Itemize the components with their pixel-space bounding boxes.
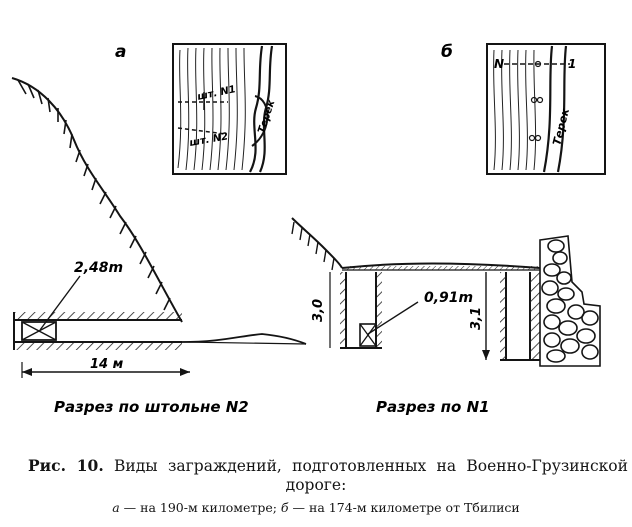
caption-fig-number: Рис. 10. xyxy=(28,456,104,475)
caption-sub-legend: а — на 190-м километре; б — на 174-м кил… xyxy=(0,500,632,515)
section-a-charge-dim: 2,48m xyxy=(74,260,123,276)
section-b-profile xyxy=(291,217,541,361)
section-b-left-depth: 3,0 xyxy=(311,299,326,322)
section-b-charge-dim: 0,91m xyxy=(424,290,473,306)
caption-sub-b-letter: б xyxy=(280,500,289,515)
section-a-title: Разрез по штольне N2 xyxy=(54,398,249,416)
inset-map-b xyxy=(486,43,606,175)
section-b-title: Разрез по N1 xyxy=(376,398,490,416)
section-b-right-depth: 3,1 xyxy=(469,307,484,330)
caption-line-1: Рис. 10. Виды заграждений, подготовленны… xyxy=(28,456,628,475)
caption-line1-text: Виды заграждений, подготовленных на Воен… xyxy=(114,457,628,475)
figure-drawing: а шт. N1 шт. N2 Терек xyxy=(11,42,606,416)
section-a-length-dim: 14 м xyxy=(90,357,124,372)
section-a-adit xyxy=(13,275,307,378)
section-a-mountain xyxy=(11,77,183,323)
section-b-stone-wall xyxy=(539,235,601,367)
caption-line-2: дороге: xyxy=(285,476,347,494)
caption-sub-b-text: — на 174-м километре от Тбилиси xyxy=(288,500,520,515)
inset-b-marker-n: N xyxy=(494,57,504,71)
inset-b-marker-1: 1 xyxy=(568,57,576,71)
caption-sub-a-text: — на 190-м километре; xyxy=(119,500,281,515)
panel-a-label: а xyxy=(115,42,126,62)
caption-sub-a-letter: а xyxy=(112,500,120,515)
inset-map-a xyxy=(172,43,287,175)
panel-b-label: б xyxy=(441,42,453,62)
